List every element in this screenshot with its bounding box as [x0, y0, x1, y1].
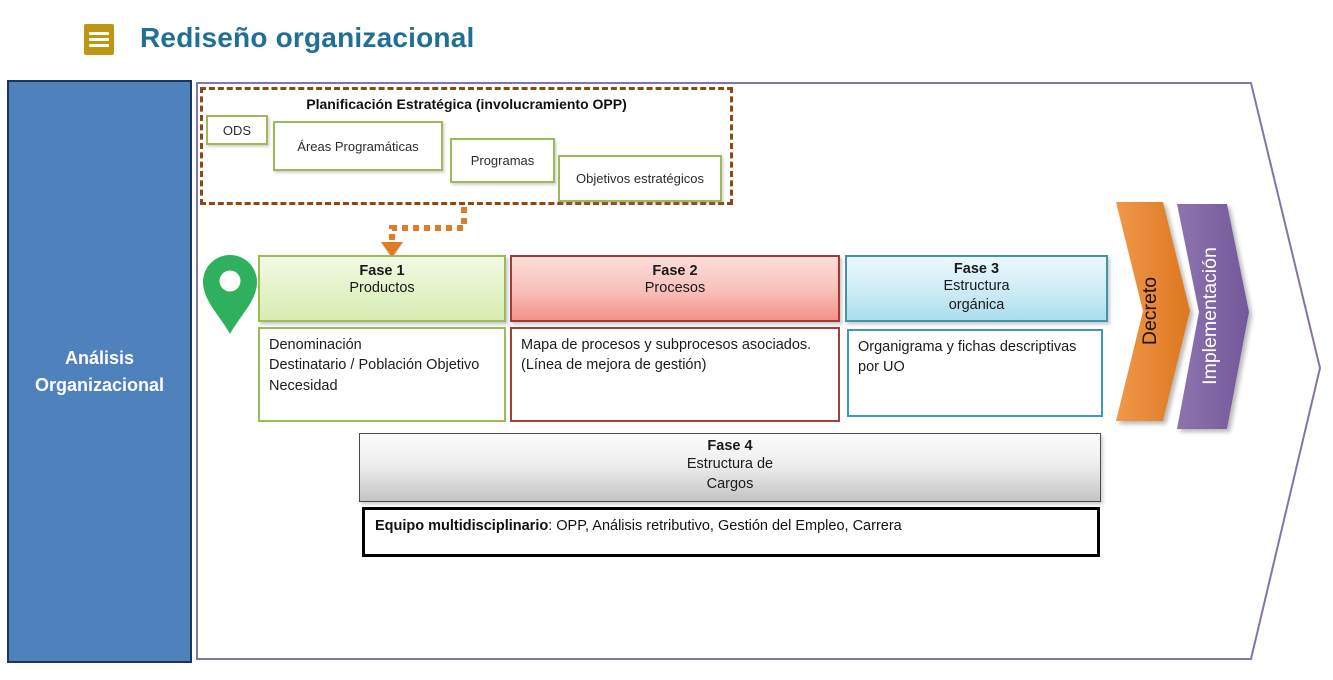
phase1-title: Fase 1: [359, 263, 405, 279]
strategic-planning-title: Planificación Estratégica (involucramien…: [306, 96, 627, 112]
phase3-title: Fase 3: [953, 261, 1000, 277]
menu-icon[interactable]: [84, 24, 114, 55]
implementacion-chevron: [1177, 204, 1249, 429]
location-pin-icon: [203, 255, 257, 334]
phase2-subtitle: Procesos: [644, 280, 706, 296]
planning-item-label: Programas: [470, 153, 535, 168]
phase3-box: Fase 3 Estructura orgánica: [845, 255, 1108, 322]
phase3-subtitle: Estructura orgánica: [943, 278, 1010, 313]
process-container-outline: [196, 82, 1322, 660]
strategic-planning-box: Planificación Estratégica (involucramien…: [200, 87, 733, 205]
decreto-chevron-label: Decreto: [1139, 276, 1161, 346]
page-title: Rediseño organizacional: [140, 22, 475, 53]
analysis-panel-label: Análisis Organizacional: [34, 348, 165, 395]
planning-item-programas: Programas: [450, 138, 555, 183]
phase1-detail-box: Denominación Destinatario / Población Ob…: [258, 327, 506, 422]
planning-item-objetivos-estrategicos: Objetivos estratégicos: [558, 155, 722, 202]
phase1-box: Fase 1 Productos: [258, 255, 506, 322]
phase4-title: Fase 4: [707, 438, 753, 454]
decreto-chevron: [1116, 202, 1190, 421]
implementacion-chevron-label: Implementación: [1199, 247, 1221, 385]
dotted-connector-arrow-icon: [381, 207, 467, 258]
phase3-detail-box: Organigrama y fichas descriptivas por UO: [847, 329, 1103, 417]
planning-item-ods: ODS: [206, 115, 268, 145]
phase4-box: Fase 4 Estructura de Cargos: [359, 433, 1101, 502]
phase2-title: Fase 2: [652, 263, 698, 279]
planning-item-areas-programaticas: Áreas Programáticas: [273, 121, 443, 171]
phase4-subtitle: Estructura de Cargos: [686, 456, 774, 493]
phase2-detail-box: Mapa de procesos y subprocesos asociados…: [510, 327, 840, 422]
phase2-box: Fase 2 Procesos: [510, 255, 840, 322]
analysis-panel: Análisis Organizacional: [7, 80, 192, 663]
planning-item-label: Áreas Programáticas: [297, 138, 419, 154]
planning-item-label: Objetivos estratégicos: [576, 171, 704, 186]
phase1-subtitle: Productos: [349, 280, 415, 296]
team-label-rest: : OPP, Análisis retributivo, Gestión del…: [548, 518, 902, 534]
team-box: Equipo multidisciplinario: OPP, Análisis…: [362, 507, 1100, 557]
planning-item-label: ODS: [222, 122, 252, 138]
team-label-bold: Equipo multidisciplinario: [375, 518, 549, 534]
